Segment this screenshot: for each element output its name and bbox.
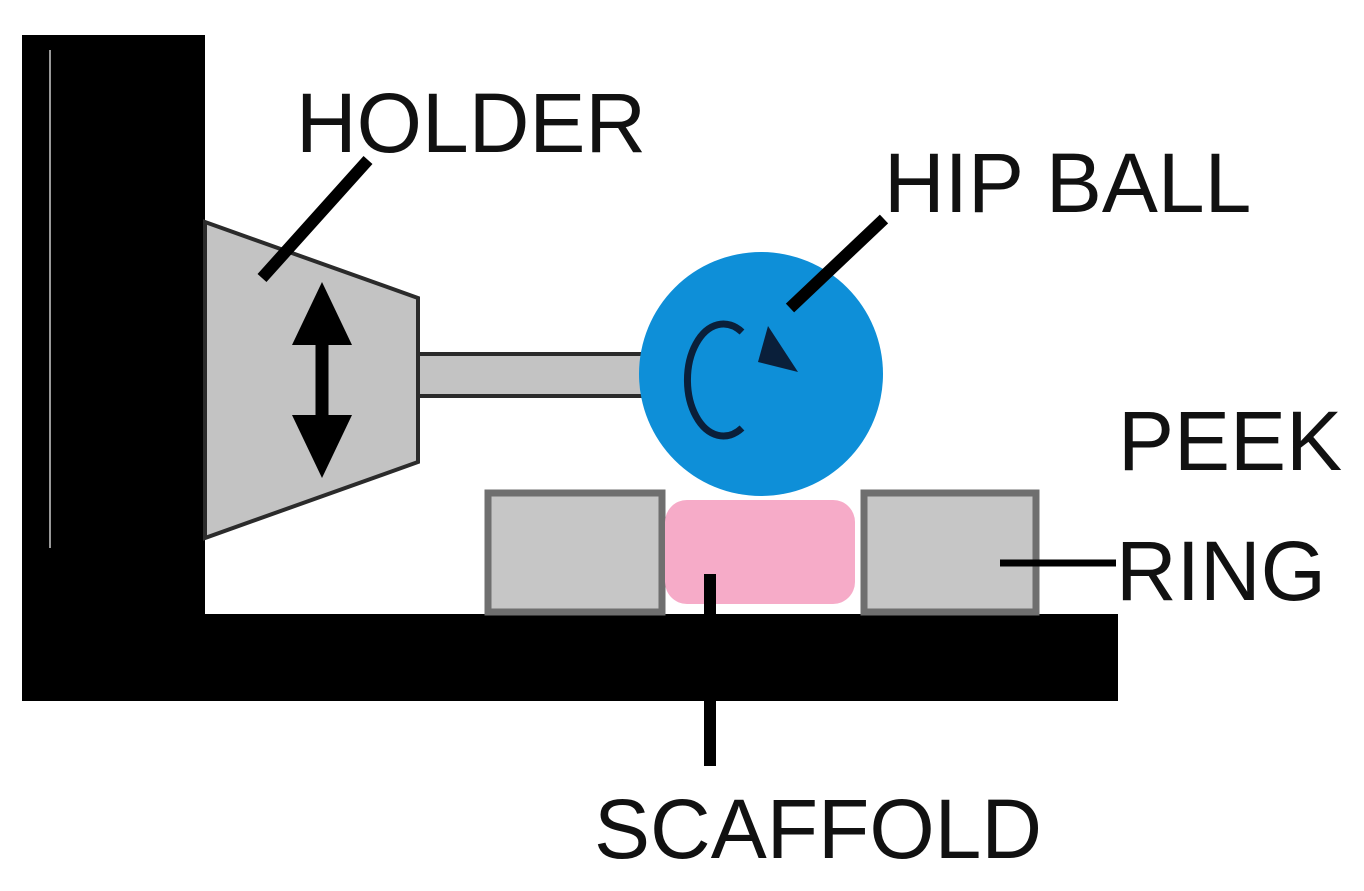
scaffold-label: SCAFFOLD: [594, 782, 1042, 876]
holder-shaft: [416, 352, 652, 398]
peek-ring: [484, 489, 1040, 616]
frame: [22, 35, 1118, 701]
peek-ring-label-line1: PEEK: [1118, 394, 1342, 488]
hip-ball-label: HIP BALL: [884, 136, 1251, 230]
holder-leader-line: [257, 155, 373, 283]
holder: [203, 219, 420, 541]
peek-ring-right-block: [860, 489, 1040, 616]
frame-base: [22, 614, 1118, 701]
scaffold: [665, 500, 855, 604]
leader-lines: [257, 155, 1116, 766]
peek-ring-label-line2: RING: [1116, 524, 1326, 618]
frame-vertical-post: [22, 35, 205, 700]
hip-ball-leader-line: [785, 214, 889, 313]
vertical-double-arrow-icon: [292, 282, 352, 478]
labels: HOLDER HIP BALL PEEK RING SCAFFOLD: [296, 76, 1342, 876]
rotation-arrow-icon: [683, 320, 798, 440]
holder-label: HOLDER: [296, 76, 646, 170]
peek-ring-left-block: [484, 489, 666, 616]
holder-body: [203, 219, 420, 541]
hip-ball: [639, 252, 883, 496]
hip-ball-sphere: [639, 252, 883, 496]
